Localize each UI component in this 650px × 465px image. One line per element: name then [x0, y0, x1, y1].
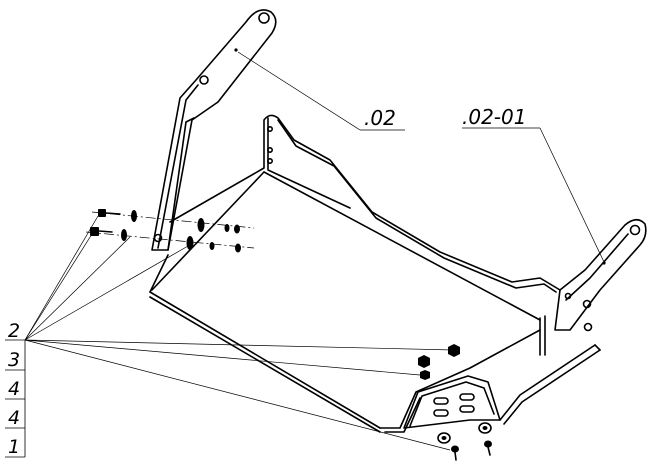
- skid-plate: [149, 114, 601, 433]
- position-label-4: 4: [8, 407, 20, 429]
- callout-leaders: [24, 51, 605, 451]
- left-bracket-marker-dot: [234, 48, 238, 52]
- right-bracket: [554, 218, 647, 332]
- position-stack: 2 3 4 4 1: [5, 320, 26, 458]
- left-fasteners: [85, 209, 255, 253]
- position-label-3: 4: [8, 378, 20, 400]
- position-label-5: 1: [8, 436, 20, 458]
- position-label-1: 2: [8, 320, 20, 342]
- right-bracket-marker-dot: [602, 261, 606, 265]
- callout-part-02: .02: [364, 106, 396, 130]
- right-fasteners: [418, 344, 492, 461]
- callout-part-02-01: .02-01: [462, 105, 526, 129]
- left-bracket: [151, 9, 277, 251]
- position-label-2: 3: [8, 349, 20, 371]
